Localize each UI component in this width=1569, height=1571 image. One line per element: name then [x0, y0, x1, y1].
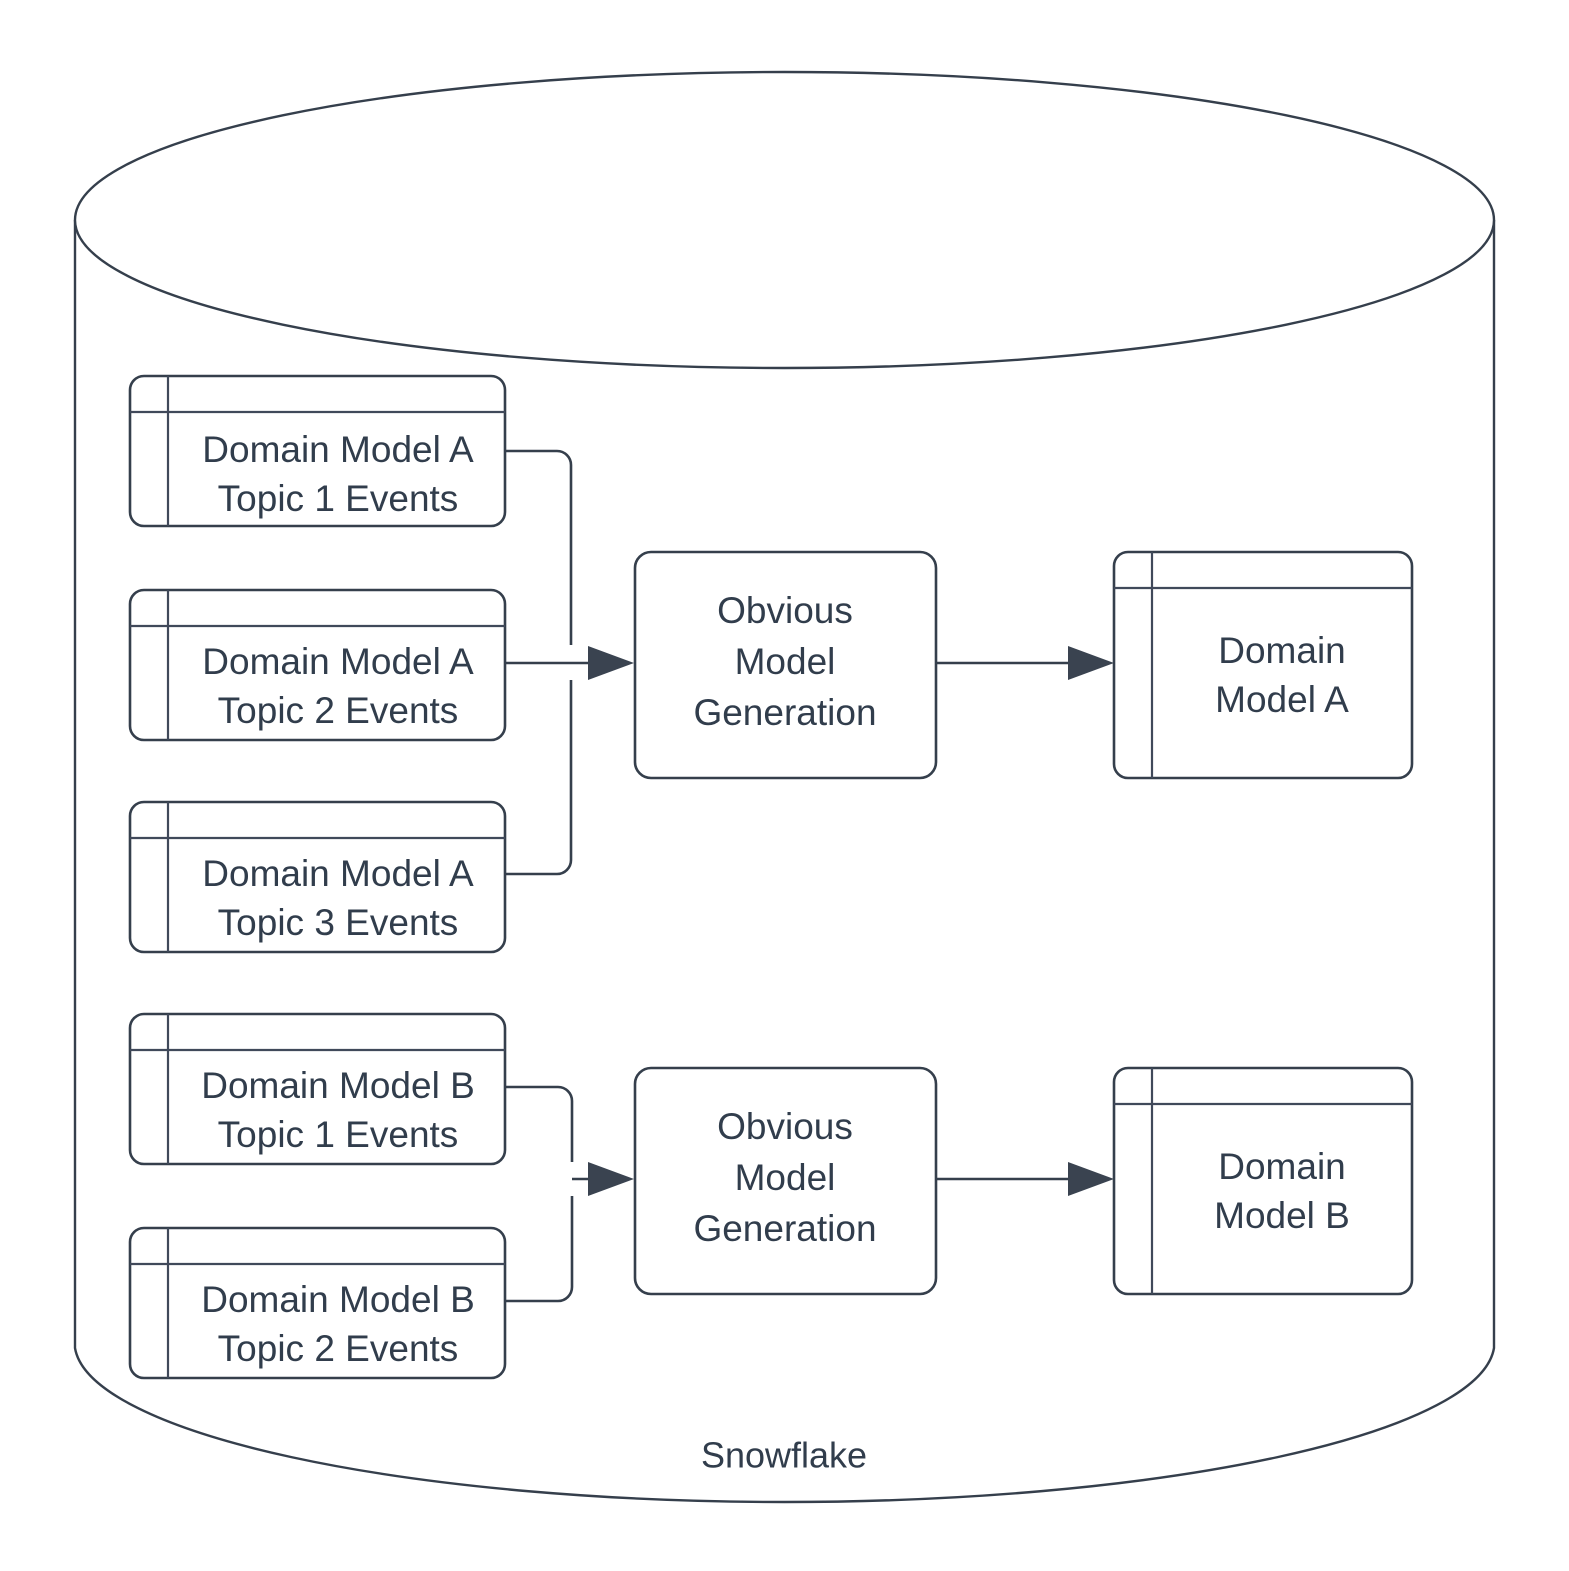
source-b1-line2: Topic 1 Events: [218, 1114, 459, 1155]
connectors-group-a: [505, 449, 1114, 876]
source-a2-line2: Topic 2 Events: [218, 690, 459, 731]
source-a1-line2: Topic 1 Events: [218, 478, 459, 519]
process-a-box: [633, 550, 938, 780]
process-b-line2: Model: [735, 1157, 836, 1198]
process-b-line3: Generation: [693, 1208, 876, 1249]
source-b2-line1: Domain Model B: [201, 1279, 475, 1320]
process-node-a[interactable]: Obvious Model Generation: [633, 550, 938, 780]
source-b1-box: [128, 1012, 507, 1166]
process-a-line3: Generation: [693, 692, 876, 733]
connector-a3: [505, 680, 573, 876]
output-b-line1: Domain: [1218, 1146, 1346, 1187]
process-node-b[interactable]: Obvious Model Generation: [633, 1066, 938, 1296]
cylinder-top-ellipse: [73, 70, 1496, 370]
connector-b2: [505, 1196, 574, 1303]
source-b2-box: [128, 1226, 507, 1380]
output-a-line2: Model A: [1215, 679, 1349, 720]
output-node-a[interactable]: Domain Model A: [1112, 550, 1414, 780]
output-b-line2: Model B: [1214, 1195, 1350, 1236]
source-node-a3[interactable]: Domain Model A Topic 3 Events: [128, 800, 507, 954]
arrowhead-b-into-output: [1068, 1162, 1114, 1196]
output-b-box: [1112, 1066, 1414, 1296]
connectors-group-b: [505, 1085, 1114, 1303]
arrowhead-a-into-output: [1068, 646, 1114, 680]
output-a-box: [1112, 550, 1414, 780]
connector-b1: [505, 1085, 574, 1162]
source-a2-line1: Domain Model A: [202, 641, 474, 682]
source-a2-box: [128, 588, 507, 742]
source-a3-line1: Domain Model A: [202, 853, 474, 894]
source-node-b1[interactable]: Domain Model B Topic 1 Events: [128, 1012, 507, 1166]
arrowhead-b-into-process: [588, 1162, 634, 1196]
process-a-line1: Obvious: [717, 590, 853, 631]
source-node-b2[interactable]: Domain Model B Topic 2 Events: [128, 1226, 507, 1380]
process-b-line1: Obvious: [717, 1106, 853, 1147]
process-a-line2: Model: [735, 641, 836, 682]
arrowhead-a-into-process: [588, 646, 634, 680]
source-a3-box: [128, 800, 507, 954]
source-node-a2[interactable]: Domain Model A Topic 2 Events: [128, 588, 507, 742]
output-a-line1: Domain: [1218, 630, 1346, 671]
source-node-a1[interactable]: Domain Model A Topic 1 Events: [128, 374, 507, 528]
source-b1-line1: Domain Model B: [201, 1065, 475, 1106]
output-node-b[interactable]: Domain Model B: [1112, 1066, 1414, 1296]
connector-a1: [505, 449, 573, 645]
snowflake-label: Snowflake: [701, 1435, 867, 1476]
source-a1-line1: Domain Model A: [202, 429, 474, 470]
source-a3-line2: Topic 3 Events: [218, 902, 459, 943]
process-b-box: [633, 1066, 938, 1296]
source-b2-line2: Topic 2 Events: [218, 1328, 459, 1369]
source-a1-box: [128, 374, 507, 528]
